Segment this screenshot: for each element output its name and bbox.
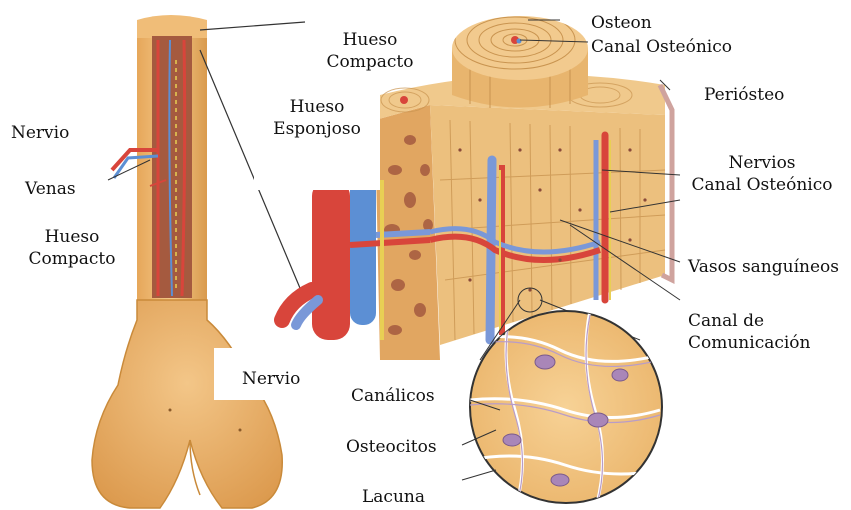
femur-condyles xyxy=(92,300,282,508)
label-lacuna: Lacuna xyxy=(362,486,425,508)
label-vasos-sanguineos: Vasos sanguíneos xyxy=(688,256,839,278)
label-canalicos: Canálicos xyxy=(351,385,435,407)
large-artery xyxy=(312,180,350,340)
label-hueso-compacto-left: Hueso Compacto xyxy=(14,226,130,270)
label-nervio-bottom: Nervio xyxy=(214,348,340,400)
label-hueso-esponjoso: Hueso Esponjoso xyxy=(254,86,380,190)
label-canal-osteonico-top: Canal Osteónico xyxy=(591,36,732,58)
label-hueso-compacto-top: Hueso Compacto xyxy=(310,27,430,75)
label-canal-comunicacion: Canal de Comunicación xyxy=(688,310,811,354)
compact-bone-face xyxy=(430,105,665,345)
label-nervios-canal: Nervios Canal Osteónico xyxy=(682,152,842,196)
large-vein xyxy=(350,175,376,325)
label-periosteo: Periósteo xyxy=(704,84,784,106)
label-osteon: Osteon xyxy=(591,12,652,34)
label-venas: Venas xyxy=(25,178,76,200)
label-nervio-left: Nervio xyxy=(11,122,69,144)
femur-top-cut xyxy=(137,15,207,38)
label-osteocitos: Osteocitos xyxy=(346,436,437,458)
